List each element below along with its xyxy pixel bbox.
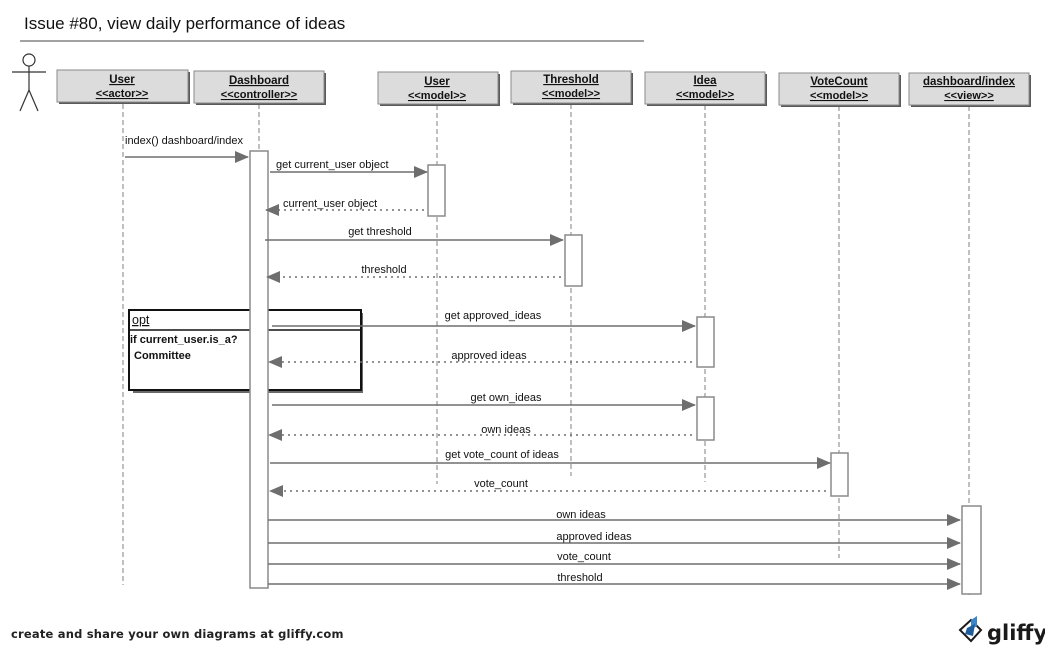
lifeline-stereotype: <<model>>: [676, 89, 734, 101]
lifeline-stereotype: <<controller>>: [221, 89, 297, 101]
activation-votecount: [830, 452, 849, 497]
lifeline-header-view: dashboard/index <<view>>: [908, 72, 1031, 107]
message-label: approved ideas: [556, 531, 632, 543]
gliffy-logo-icon[interactable]: gliffy: [957, 614, 1045, 648]
fragment-guard-line2: Committee: [134, 350, 191, 362]
lifeline-name: Idea: [693, 75, 717, 87]
lifeline-header-idea: Idea <<model>>: [644, 71, 767, 106]
message-label: vote_count: [557, 551, 611, 563]
message-label: index() dashboard/index: [125, 135, 244, 147]
lifeline-header-votecount: VoteCount <<model>>: [778, 72, 901, 107]
fragment-operator: opt: [132, 313, 150, 327]
activation-user-model: [427, 164, 446, 217]
activation-dashboard: [249, 150, 269, 589]
lifeline-name: Threshold: [543, 74, 599, 86]
message-label: threshold: [557, 572, 602, 584]
activation-idea-approved: [696, 316, 715, 368]
activation-idea-own: [696, 396, 715, 441]
lifeline-stereotype: <<model>>: [810, 90, 868, 102]
lifeline-header-user-model: User <<model>>: [377, 71, 500, 106]
lifeline-stereotype: <<model>>: [542, 88, 600, 100]
lifeline-header-dashboard: Dashboard <<controller>>: [193, 70, 326, 105]
lifeline-name: VoteCount: [810, 76, 867, 88]
lifeline-name: User: [109, 74, 135, 86]
lifeline-header-user-actor: User <<actor>>: [56, 69, 190, 104]
message-label: vote_count: [474, 478, 528, 490]
lifeline-name: Dashboard: [229, 75, 289, 87]
logo-mark: [958, 616, 983, 643]
message-label: approved ideas: [451, 350, 527, 362]
message-label: get vote_count of ideas: [445, 449, 559, 461]
fragment-guard-line1: if current_user.is_a?: [130, 334, 238, 346]
lifeline-name: dashboard/index: [923, 76, 1016, 88]
activation-threshold: [564, 234, 583, 287]
activation-view: [961, 505, 982, 595]
footer-promo-text[interactable]: create and share your own diagrams at gl…: [11, 627, 344, 641]
message-label: own ideas: [556, 509, 606, 521]
message-label: current_user object: [283, 198, 377, 210]
message-label: own ideas: [481, 424, 531, 436]
stick-figure-icon: [12, 53, 46, 112]
lifeline-name: User: [424, 76, 450, 88]
message-label: get threshold: [348, 226, 412, 238]
message-label: get current_user object: [276, 159, 389, 171]
lifeline-stereotype: <<actor>>: [96, 88, 149, 100]
opt-fragment: opt if current_user.is_a? Committee: [128, 309, 363, 393]
message-label: get approved_ideas: [445, 310, 542, 322]
message-label: get own_ideas: [471, 392, 542, 404]
message-label: threshold: [361, 264, 406, 276]
lifeline-header-threshold: Threshold <<model>>: [510, 70, 633, 105]
logo-text: gliffy: [987, 621, 1045, 645]
lifeline-stereotype: <<view>>: [944, 90, 994, 102]
diagram-title: Issue #80, view daily performance of ide…: [24, 14, 345, 33]
lifeline-stereotype: <<model>>: [408, 90, 466, 102]
